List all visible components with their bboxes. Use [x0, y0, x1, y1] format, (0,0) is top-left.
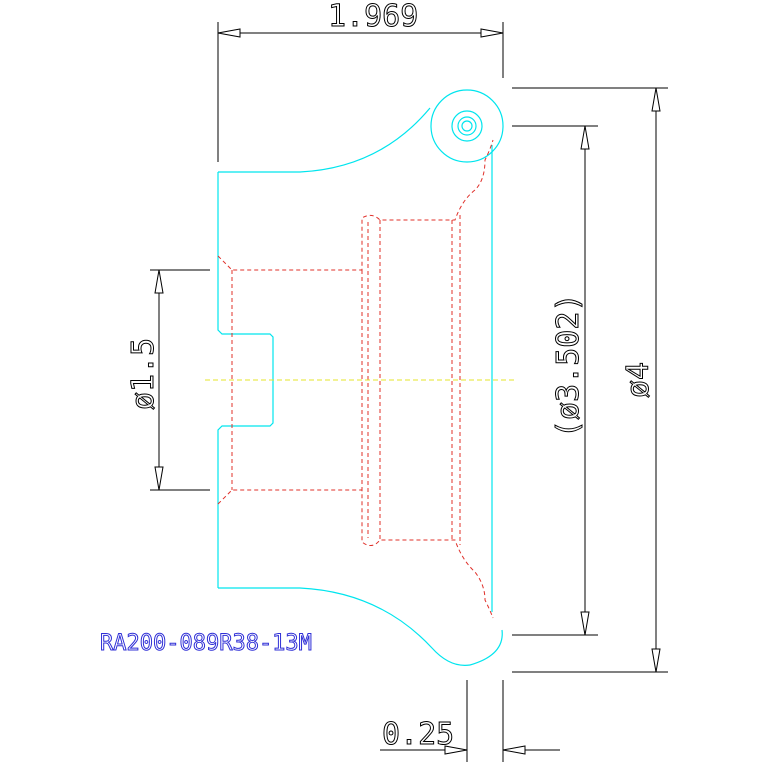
part-outline — [217, 89, 504, 666]
dim-inner-diameter-label: ø1.5 — [126, 338, 161, 410]
dim-bottom-offset — [380, 680, 560, 762]
dim-bottom-offset-label: 0.25 — [382, 717, 454, 752]
dim-inner-diameter — [150, 269, 210, 491]
dim-ref-diameter — [512, 125, 598, 636]
hidden-lines — [217, 139, 494, 619]
dim-top-width-label: 1.969 — [328, 0, 418, 34]
dim-outer-diameter-label: ø4 — [621, 362, 656, 398]
dim-outer-diameter — [512, 87, 668, 673]
dim-top-width — [217, 22, 504, 162]
dim-ref-diameter-label: (ø3.502) — [551, 294, 586, 439]
part-number-label: RA200-089R38-13M — [100, 631, 312, 656]
